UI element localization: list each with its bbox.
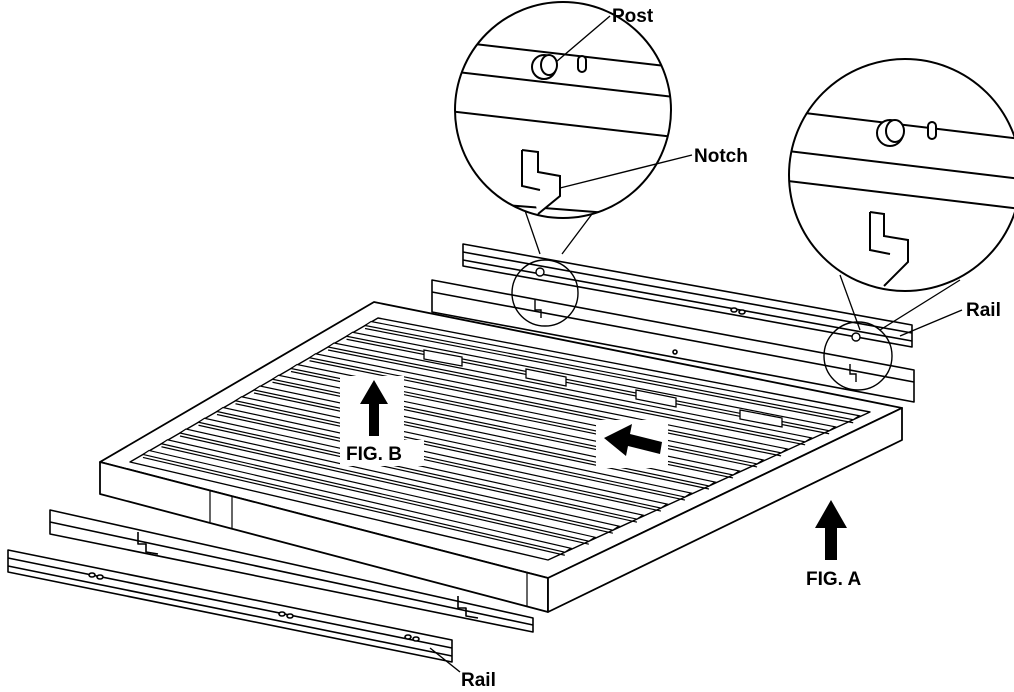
detail-circle-rail xyxy=(788,58,1014,391)
slat-shadow xyxy=(364,327,854,424)
slat-shadow xyxy=(235,403,686,501)
label-notch: Notch xyxy=(694,146,748,167)
slat xyxy=(159,439,597,542)
slat-shadow xyxy=(142,456,565,556)
slat-shadow xyxy=(216,413,662,512)
detail-circle-notch xyxy=(454,1,672,327)
fig-b-arrow-left xyxy=(596,420,668,468)
slat xyxy=(326,342,813,443)
arrow-left-icon xyxy=(604,424,662,456)
slat-shadow xyxy=(179,435,614,534)
front-rail-assembly xyxy=(7,509,534,663)
slat-tabs xyxy=(423,349,783,428)
arrow-up-icon xyxy=(360,380,388,436)
label-fig-a: FIG. A xyxy=(806,569,862,590)
slat xyxy=(215,406,669,509)
slat xyxy=(196,417,645,520)
back-rail-assembly xyxy=(431,243,915,403)
slat xyxy=(141,449,573,553)
arrow-up-icon xyxy=(815,500,847,560)
leader-lines xyxy=(429,15,963,673)
label-post: Post xyxy=(612,6,654,27)
fig-b-arrow-up xyxy=(340,376,404,440)
slat-shadow xyxy=(198,424,638,523)
label-rail-right: Rail xyxy=(966,300,1001,321)
slat-shadow xyxy=(161,446,589,545)
slat xyxy=(178,428,621,531)
slat xyxy=(363,320,861,421)
slat-shadow xyxy=(253,392,710,490)
label-rail-bottom: Rail xyxy=(461,670,496,691)
slat-shadow xyxy=(327,349,806,446)
label-fig-b: FIG. B xyxy=(346,444,402,465)
fig-a-arrow-up xyxy=(815,500,847,560)
